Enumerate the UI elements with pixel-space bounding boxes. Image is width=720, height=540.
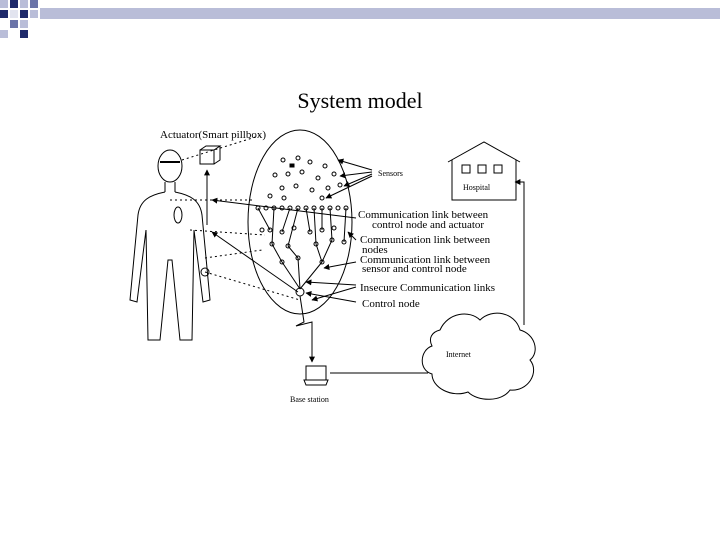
- sensor-links: [257, 207, 347, 290]
- hospital-label: Hospital: [463, 183, 491, 192]
- patient-figure: [129, 149, 211, 341]
- hospital-building: [447, 141, 521, 201]
- wireless-link-to-base: [295, 295, 313, 356]
- insecure-links-label: Insecure Communication links: [360, 282, 495, 294]
- deco-square: [0, 30, 8, 38]
- decorative-header: [0, 0, 720, 38]
- deco-square: [0, 10, 8, 18]
- deco-square: [30, 10, 38, 18]
- slide-title: System model: [297, 88, 423, 113]
- base-station-label: Base station: [290, 395, 329, 404]
- deco-square: [10, 20, 18, 28]
- deco-square: [10, 0, 18, 8]
- annotation-arrows: [211, 158, 373, 303]
- link-sensor-ctrl-line2: sensor and control node: [362, 263, 467, 275]
- deco-square: [30, 0, 38, 8]
- body-sensor-network: [247, 129, 353, 315]
- internet-label: Internet: [446, 350, 472, 359]
- deco-square: [10, 10, 18, 18]
- actuator-pillbox: [199, 145, 222, 165]
- link-ctrl-actuator-line1: Communication link between: [358, 209, 489, 221]
- deco-bar-light: [40, 8, 720, 19]
- link-nodes-line2: nodes: [362, 244, 388, 256]
- base-station: [303, 365, 329, 386]
- link-nodes-line1: Communication link between: [360, 234, 491, 246]
- deco-square: [20, 0, 28, 8]
- internet-cloud: [421, 312, 536, 400]
- control-node-label: Control node: [362, 298, 420, 310]
- sensors-label: Sensors: [378, 169, 403, 178]
- link-internet-hospital: [514, 179, 525, 325]
- link-sensor-ctrl-line1: Communication link between: [360, 254, 491, 266]
- sensor-nodes: [255, 155, 349, 265]
- actuator-label: Actuator(Smart pillbox): [160, 129, 266, 141]
- projection-lines: [170, 134, 301, 301]
- link-ctrl-actuator-line2: control node and actuator: [372, 219, 484, 231]
- deco-square: [20, 30, 28, 38]
- deco-square: [20, 20, 28, 28]
- deco-square: [0, 0, 8, 8]
- deco-square: [20, 10, 28, 18]
